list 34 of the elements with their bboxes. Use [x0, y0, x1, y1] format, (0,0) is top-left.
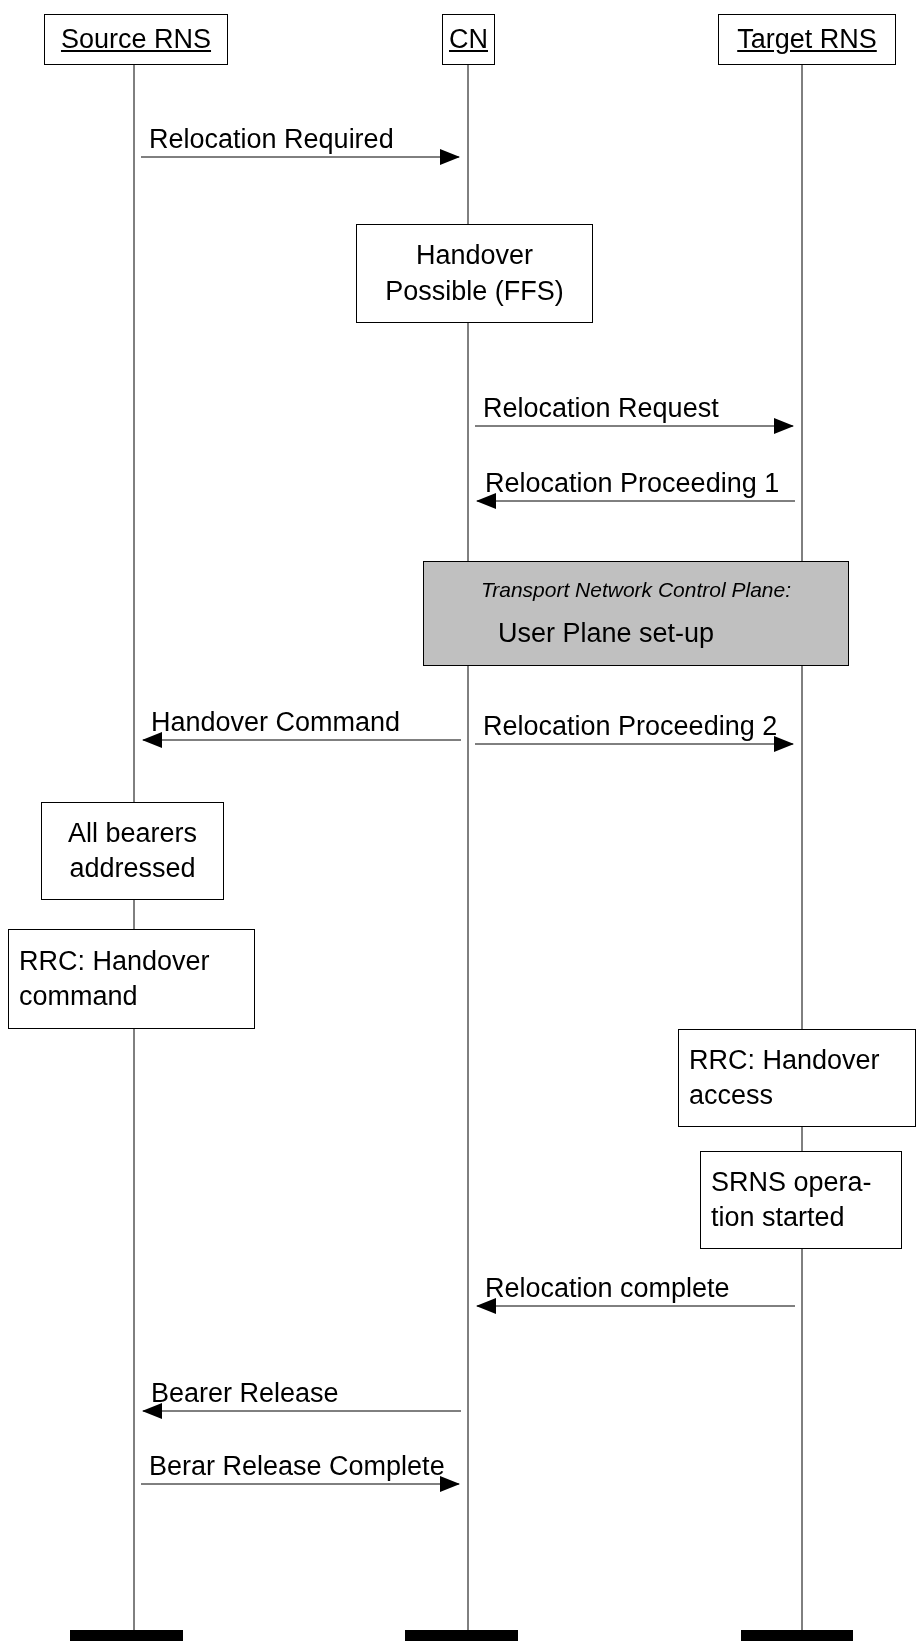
message-label: Relocation Request	[483, 395, 719, 422]
message-label: Relocation Proceeding 2	[483, 713, 778, 740]
message-arrow	[140, 1476, 460, 1492]
lifeline-end-bar	[405, 1630, 518, 1641]
lifeline-end-bar	[741, 1630, 853, 1641]
message-label: Berar Release Complete	[149, 1453, 445, 1480]
message-arrow	[142, 1403, 462, 1419]
message-arrow	[140, 149, 460, 165]
process-box	[678, 1029, 916, 1127]
participant-box: CN	[442, 14, 495, 65]
box-text: All bearers addressed	[66, 816, 199, 885]
lifeline-end-bar	[70, 1630, 183, 1641]
message-arrow	[474, 736, 794, 752]
message-label: Relocation Required	[149, 126, 394, 153]
box-text: RRC: Handover access	[689, 1043, 881, 1112]
box-heading: Transport Network Control Plane:	[480, 577, 792, 604]
message-label: Bearer Release	[151, 1380, 339, 1407]
box-text: User Plane set-up	[497, 616, 715, 650]
message-arrow	[476, 493, 796, 509]
process-box	[8, 929, 255, 1029]
process-box	[356, 224, 593, 323]
message-label: Relocation complete	[485, 1275, 730, 1302]
process-box	[423, 561, 849, 666]
box-text: RRC: Handover command	[19, 944, 211, 1013]
box-text: SRNS opera- tion started	[711, 1165, 873, 1234]
message-label: Handover Command	[151, 709, 401, 736]
process-box	[700, 1151, 902, 1249]
message-arrow	[474, 418, 794, 434]
message-label: Relocation Proceeding 1	[485, 470, 780, 497]
message-arrow	[142, 732, 462, 748]
message-arrow	[476, 1298, 796, 1314]
box-text: Handover Possible (FFS)	[384, 239, 565, 308]
participant-box: Source RNS	[44, 14, 228, 65]
participant-box: Target RNS	[718, 14, 896, 65]
